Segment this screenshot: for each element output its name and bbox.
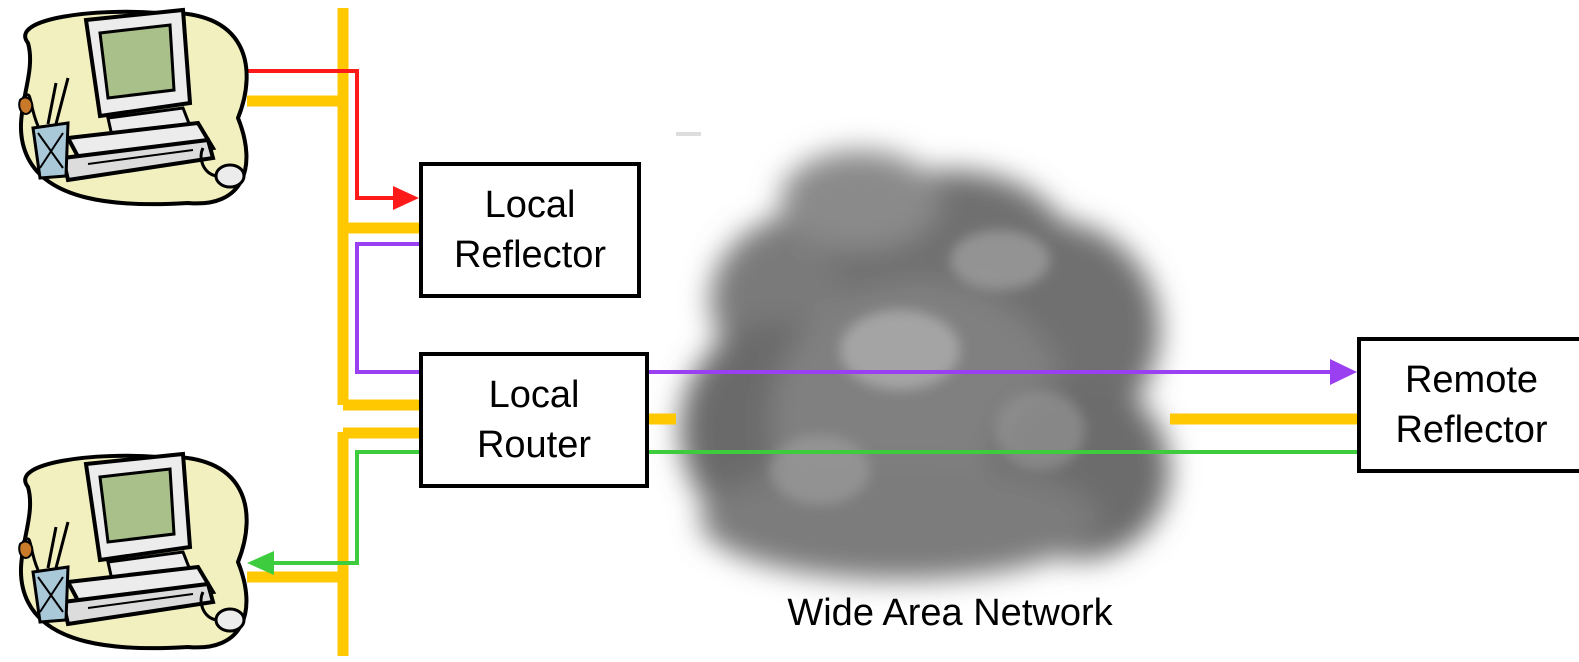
local-router-line2: Router — [476, 424, 592, 466]
lan-bus — [247, 8, 1357, 656]
wan-label: Wide Area Network — [787, 592, 1113, 634]
local-router-box: Local Router — [419, 352, 649, 488]
computer-icon — [17, 452, 249, 651]
remote-reflector-line1: Remote — [1404, 359, 1539, 401]
computer-icon — [17, 8, 249, 207]
wan-cloud — [676, 120, 1170, 590]
local-reflector-line2: Reflector — [453, 234, 607, 276]
red-path — [247, 69, 419, 210]
remote-reflector-line2: Reflector — [1395, 409, 1548, 451]
local-router-line1: Local — [488, 374, 580, 416]
remote-reflector-box: Remote Reflector — [1357, 337, 1579, 473]
local-reflector-box: Local Reflector — [419, 162, 641, 298]
green-path — [247, 450, 1357, 575]
purple-path — [355, 242, 1357, 385]
local-reflector-line1: Local — [484, 184, 576, 226]
